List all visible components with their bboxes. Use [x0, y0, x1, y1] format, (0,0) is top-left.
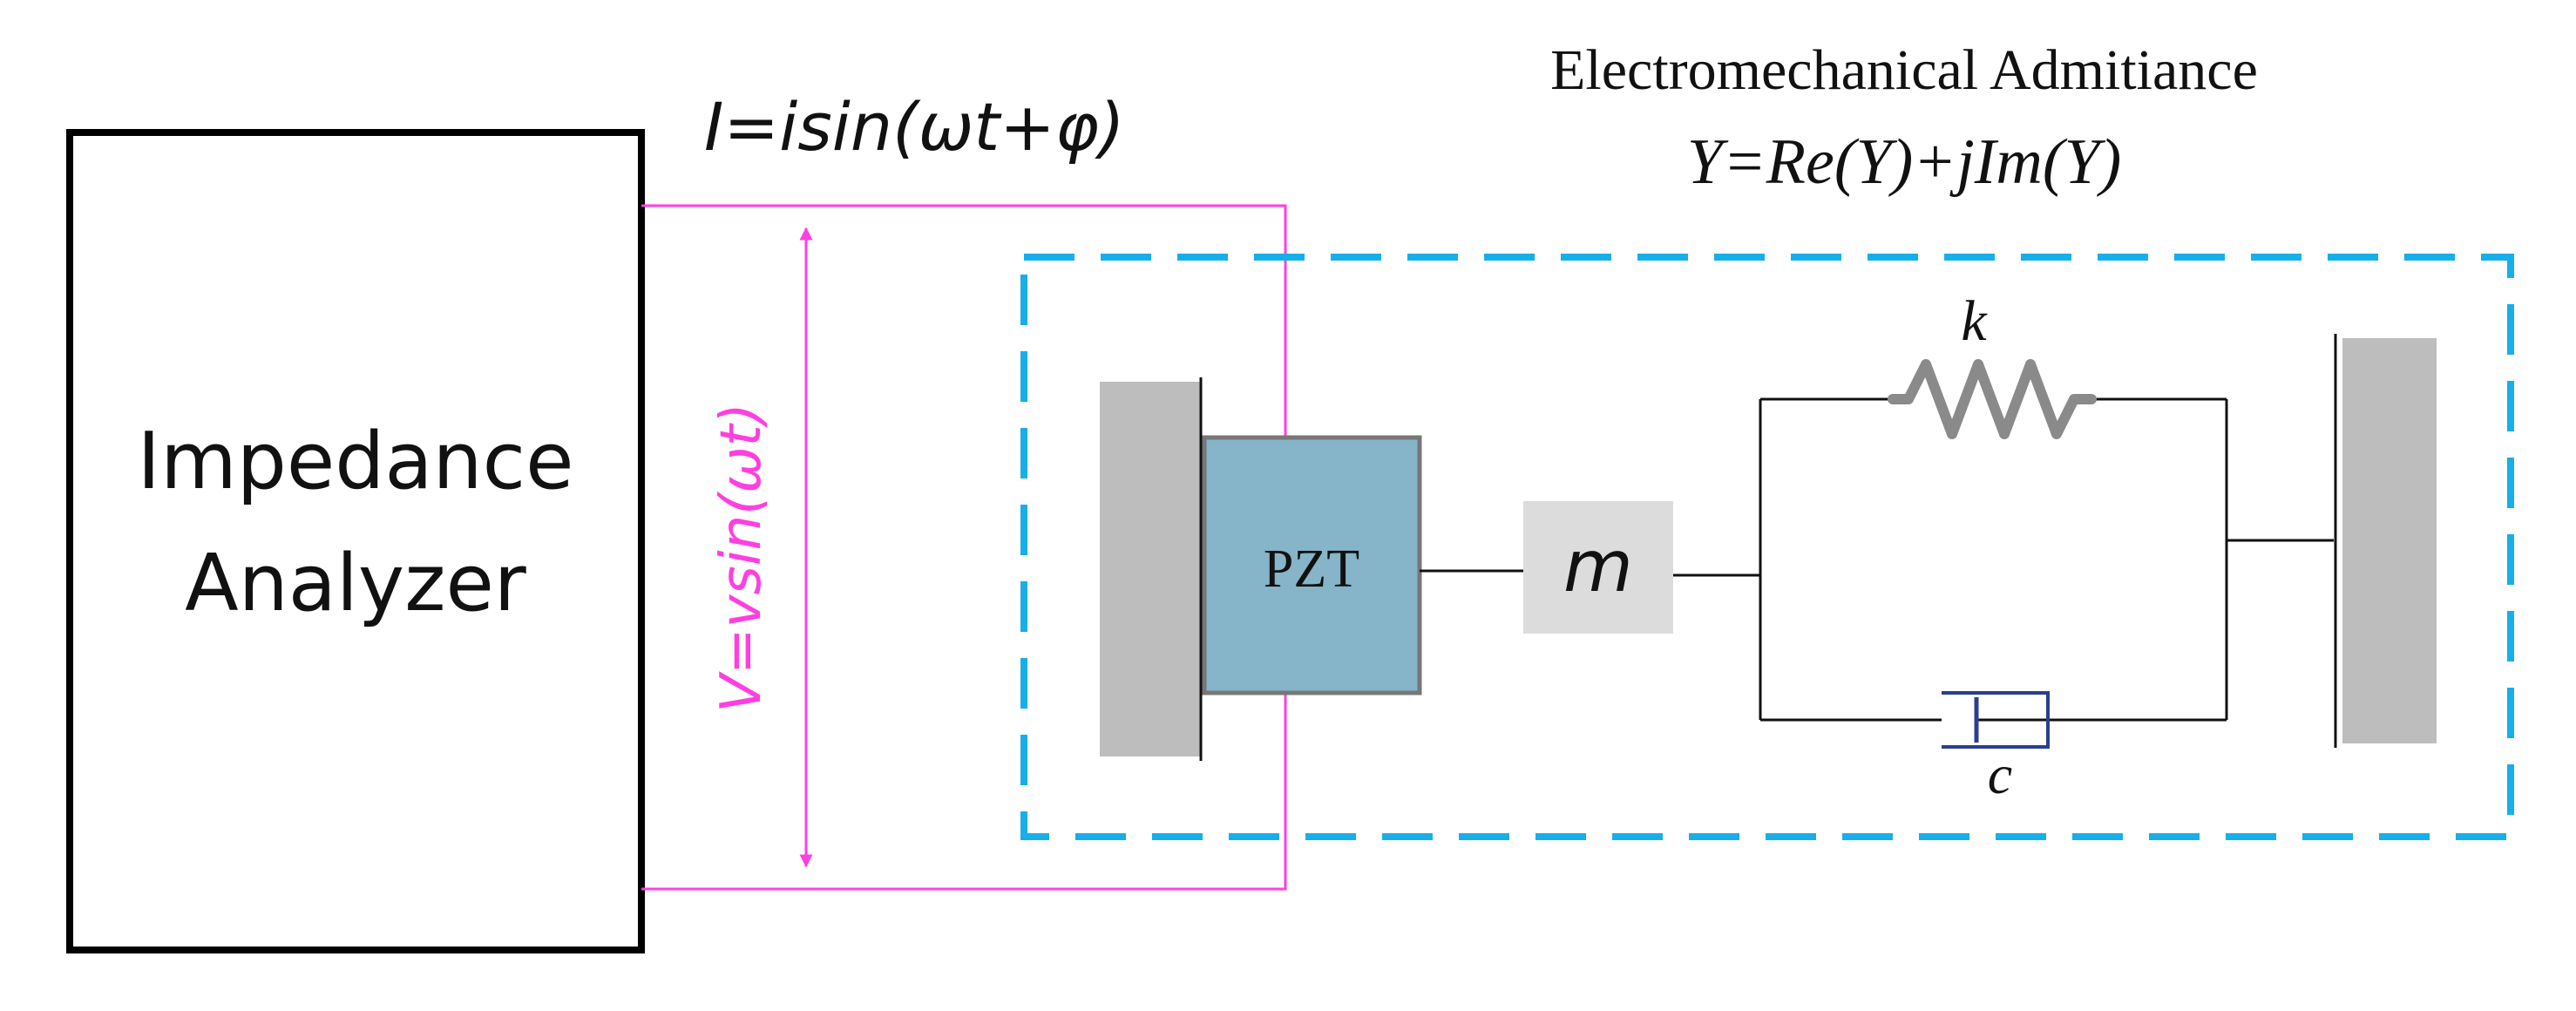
damper-label: c	[1988, 743, 2012, 805]
damper-cylinder	[1942, 691, 2050, 749]
current-label: I=isin(ωt+φ)	[704, 88, 1125, 166]
structure-boundary	[1020, 254, 2514, 840]
spring-label: k	[1961, 289, 1988, 353]
analyzer-label-line2: Analyzer	[185, 538, 526, 629]
circuit-bottom-wire	[641, 693, 1287, 891]
mass-block	[1523, 501, 1673, 634]
impedance-analyzer: Impedance Analyzer	[66, 129, 645, 953]
left-wall	[1100, 377, 1203, 761]
excitation-circuit: V=vsin(ωt)	[641, 204, 1287, 891]
damper-icon	[1942, 691, 2050, 749]
spring-damper-network: k c	[1759, 289, 2228, 805]
analyzer-label-line1: Impedance	[138, 416, 574, 507]
admittance-formula: Y=Re(Y)+jIm(Y)	[1687, 126, 2122, 198]
pzt-label: PZT	[1264, 539, 1359, 599]
mass-label: m	[1563, 526, 1633, 608]
mass-element: m	[1523, 501, 1673, 634]
pzt-block	[1202, 435, 1422, 695]
right-wall-block	[2342, 338, 2437, 743]
circuit-top-wire	[641, 204, 1287, 438]
pzt-element: PZT	[1202, 435, 1422, 695]
right-wall	[2334, 334, 2437, 748]
admittance-title: Electromechanical Admitiance	[1550, 38, 2258, 102]
spring-icon	[1888, 359, 2097, 439]
left-wall-block	[1100, 382, 1200, 757]
analyzer-box	[66, 129, 645, 953]
voltage-label: V=vsin(ωt)	[709, 403, 774, 713]
